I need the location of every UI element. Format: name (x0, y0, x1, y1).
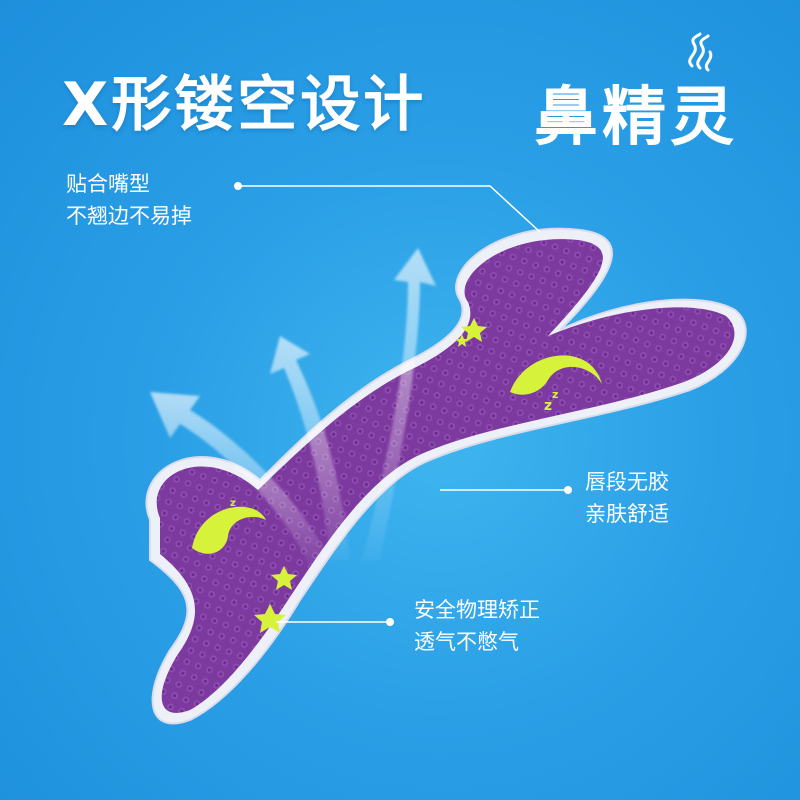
page-title: X形镂空设计 (62, 70, 427, 140)
moon-sleep-decoration-right: z z (510, 355, 602, 414)
callout-lip-area-line2: 亲肤舒适 (585, 502, 669, 526)
callout-breathable-line2: 透气不憋气 (414, 630, 519, 654)
moon-sleep-decoration-left: z z (192, 498, 266, 554)
brand-name: 鼻精灵 (534, 81, 738, 155)
callout-lip-area-line1: 唇段无胶 (585, 470, 669, 494)
svg-text:z: z (230, 498, 236, 509)
star-icon (455, 334, 469, 347)
callout-breathable-line1: 安全物理矫正 (414, 598, 540, 622)
nose-strip-patch (145, 227, 747, 725)
callout-lip-area: 唇段无胶 亲肤舒适 (585, 466, 669, 530)
airflow-arrows (150, 248, 436, 566)
callout-fit: 贴合嘴型 不翘边不易掉 (66, 168, 192, 232)
callout-fit-line1: 贴合嘴型 (66, 172, 150, 196)
svg-text:z: z (552, 388, 558, 401)
star-decorations (254, 318, 487, 633)
svg-text:z: z (544, 398, 552, 414)
callout-fit-line2: 不翘边不易掉 (66, 204, 192, 228)
svg-text:z: z (222, 509, 230, 524)
callout-leader-lines (234, 182, 572, 626)
steam-wisps-icon (688, 32, 713, 72)
callout-breathable: 安全物理矫正 透气不憋气 (414, 594, 540, 658)
star-icon (461, 318, 487, 342)
star-icon (254, 604, 286, 633)
star-icon (271, 566, 297, 590)
